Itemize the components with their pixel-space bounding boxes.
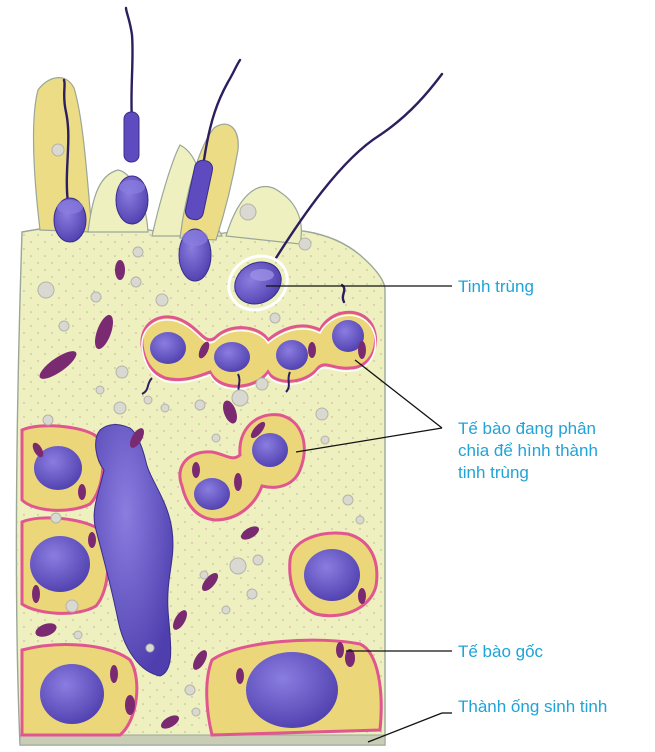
label-stem-cell: Tế bào gốc bbox=[458, 641, 543, 663]
label-tubule-wall: Thành ống sinh tinh bbox=[458, 696, 607, 718]
spermatocyte-cell-right bbox=[290, 533, 377, 616]
label-dividing-cells: Tế bào đang phân chia để hình thành tinh… bbox=[458, 418, 648, 484]
sperm-tail-2 bbox=[126, 8, 133, 120]
label-sperm: Tinh trùng bbox=[458, 276, 534, 298]
